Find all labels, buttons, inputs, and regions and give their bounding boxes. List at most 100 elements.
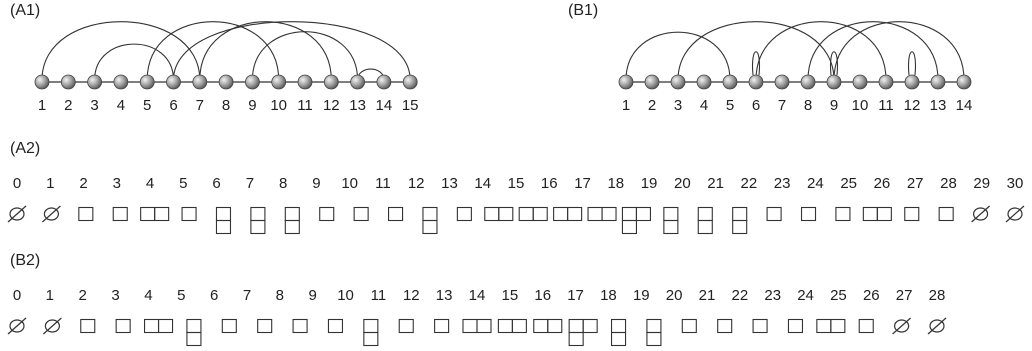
a2-index-label: 10	[341, 175, 358, 192]
a2-box	[250, 206, 266, 222]
b2-empty-symbol	[929, 319, 945, 333]
b1-node	[696, 74, 712, 90]
b2-index-label: 2	[79, 287, 87, 304]
a2-index-label: 13	[441, 175, 458, 192]
a1-node	[350, 74, 366, 90]
a2-box	[215, 206, 232, 222]
b2-box-lower	[363, 331, 379, 347]
b2-box	[476, 318, 492, 334]
a2-empty-symbol	[1007, 207, 1023, 221]
b2-index-label: 25	[830, 287, 847, 304]
a1-node	[166, 74, 181, 90]
a2-box-lower	[284, 219, 300, 235]
panel-label-b2: (B2)	[10, 252, 41, 269]
a2-index-label: 1	[46, 175, 54, 192]
a2-empty-symbol-stroke	[971, 205, 990, 223]
b2-box	[681, 318, 697, 334]
a1-node-label: 5	[143, 97, 151, 114]
b1-node	[904, 74, 920, 90]
a2-box	[140, 206, 156, 222]
b1-node	[644, 74, 660, 90]
b1-arc	[907, 51, 917, 76]
b1-node-label: 14	[956, 97, 973, 114]
b2-box	[511, 318, 527, 334]
b1-node-label: 6	[752, 97, 760, 114]
a1-node-label: 6	[169, 97, 177, 114]
b2-empty-symbol-stroke	[7, 317, 27, 335]
a2-box	[181, 206, 197, 222]
b2-box	[221, 318, 237, 334]
b2-box	[830, 318, 846, 334]
b1-node-label: 13	[930, 97, 947, 114]
a2-box	[938, 206, 954, 222]
b2-box	[582, 318, 598, 334]
panel-label-b1: (B1)	[568, 2, 599, 19]
b2-box	[398, 318, 414, 334]
a2-box	[532, 206, 548, 222]
b2-box	[257, 318, 273, 334]
b2-box	[610, 318, 627, 334]
a2-box	[319, 206, 335, 222]
b2-index-label: 11	[371, 287, 387, 304]
b2-empty-symbol-stroke	[927, 317, 947, 335]
a2-box	[284, 206, 300, 222]
a2-box	[766, 206, 782, 222]
a1-arc	[146, 21, 280, 81]
a1-node-label: 14	[376, 97, 393, 114]
a2-index-label: 8	[279, 175, 287, 192]
a2-box	[154, 206, 170, 222]
b1-node	[618, 74, 634, 90]
b2-index-label: 0	[13, 287, 21, 304]
a2-empty-symbol	[43, 207, 60, 221]
a2-index-label: 17	[574, 175, 591, 192]
a1-node-label: 12	[323, 97, 340, 114]
a1-node	[34, 74, 50, 90]
a2-empty-symbol	[9, 207, 25, 221]
a2-index-label: 28	[940, 175, 957, 192]
b1-arc	[677, 21, 835, 81]
a2-box	[567, 206, 583, 222]
a1-node-label: 13	[349, 97, 366, 114]
b2-index-label: 19	[633, 287, 650, 304]
b2-empty-symbol	[44, 319, 60, 333]
b1-node-label: 5	[726, 97, 734, 114]
b2-box	[816, 318, 832, 334]
b2-box	[292, 318, 308, 334]
b1-arc	[807, 21, 939, 81]
a2-box	[800, 206, 817, 222]
b1-node	[722, 74, 738, 90]
a2-box	[621, 206, 637, 222]
a1-node	[376, 74, 392, 90]
b1-arc	[625, 31, 731, 81]
b1-node-label: 4	[700, 97, 708, 114]
b2-index-label: 3	[111, 287, 119, 304]
a2-box	[862, 206, 878, 222]
b2-index-label: 23	[764, 287, 781, 304]
a2-index-label: 5	[179, 175, 187, 192]
b2-index-label: 12	[403, 287, 420, 304]
b2-index-label: 16	[534, 287, 551, 304]
a2-box	[112, 206, 128, 222]
a1-node-label: 11	[297, 97, 313, 114]
b1-node-label: 12	[904, 97, 921, 114]
b2-index-label: 13	[436, 287, 453, 304]
b2-box-lower	[568, 331, 584, 347]
a2-index-label: 30	[1007, 175, 1024, 192]
a2-empty-symbol-stroke	[1005, 205, 1025, 223]
b1-node-label: 7	[778, 97, 786, 114]
b1-node	[748, 74, 764, 90]
a1-arc	[251, 31, 359, 81]
a2-empty-symbol-stroke	[42, 205, 61, 223]
a2-index-label: 12	[408, 175, 425, 192]
a2-box-lower	[697, 219, 713, 235]
b2-index-label: 15	[502, 287, 519, 304]
b1-arc	[755, 21, 887, 81]
a2-index-label: 29	[973, 175, 990, 192]
a2-box	[388, 206, 404, 222]
a1-node	[192, 74, 208, 90]
a2-index-label: 18	[607, 175, 624, 192]
b1-node	[670, 74, 686, 90]
a1-node-label: 2	[64, 97, 72, 114]
b1-arc	[833, 21, 965, 81]
